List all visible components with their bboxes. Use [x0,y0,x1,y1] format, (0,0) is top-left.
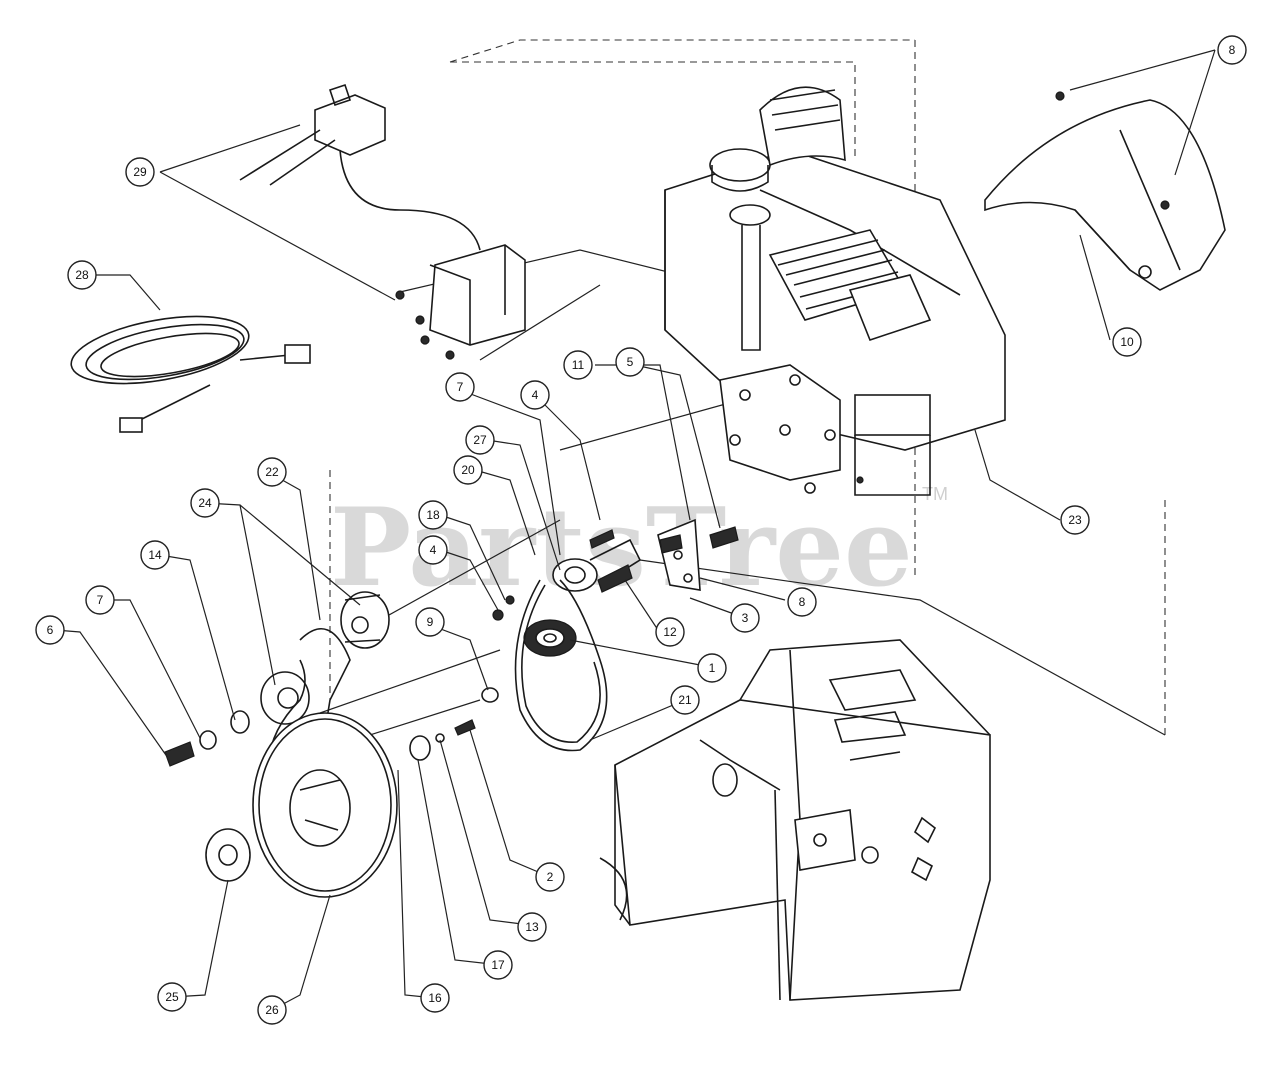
callout-c28-cord: 28 [67,260,97,290]
drive-disc [252,712,398,898]
callout-c22: 22 [257,457,287,487]
callout-label: 4 [430,543,437,557]
power-cord [70,315,311,433]
callout-label: 1 [709,661,716,675]
callout-label: 4 [532,388,539,402]
callout-label: 3 [742,611,749,625]
callout-label: 22 [265,465,279,479]
callout-c16: 16 [420,983,450,1013]
callout-label: 2 [547,870,554,884]
callout-c4-mid: 4 [418,535,448,565]
callout-c8-top-right: 8 [1217,35,1247,65]
callout-c12: 12 [655,617,685,647]
chassis-frame [599,639,991,1001]
starter-motor [395,244,526,360]
callout-c2: 2 [535,862,565,892]
spacer-rings [164,671,310,767]
callout-c21: 21 [670,685,700,715]
callout-c17: 17 [483,950,513,980]
callout-label: 23 [1068,513,1082,527]
callout-c29: 29 [125,157,155,187]
callout-label: 27 [473,433,487,447]
callout-label: 16 [428,991,442,1005]
callout-c6: 6 [35,615,65,645]
callout-label: 28 [75,268,89,282]
callout-c25: 25 [157,982,187,1012]
callout-c7-upper: 7 [445,372,475,402]
bearing-plate [340,591,390,649]
callout-c1: 1 [697,653,727,683]
callout-label: 8 [1229,43,1236,57]
callout-c9: 9 [415,607,445,637]
hub-cap [205,828,251,882]
callout-c20: 20 [453,455,483,485]
callout-label: 13 [525,920,539,934]
callout-label: 18 [426,508,440,522]
callout-label: 29 [133,165,147,179]
callout-label: 25 [165,990,179,1004]
callout-label: 6 [47,623,54,637]
callout-c8-mid: 8 [787,587,817,617]
callout-leaders [54,49,1216,1011]
watermark-trademark: TM [922,484,948,504]
callout-label: 7 [457,380,464,394]
callout-label: 26 [265,1003,279,1017]
callout-c5: 5 [615,347,645,377]
auger-pulley [523,619,577,657]
callout-c18: 18 [418,500,448,530]
callout-c11: 11 [563,350,593,380]
engine-pulley [552,529,642,593]
callout-c14: 14 [140,540,170,570]
callout-c27: 27 [465,425,495,455]
callout-label: 14 [148,548,162,562]
callout-label: 5 [627,355,634,369]
switch-assembly [239,83,481,251]
callout-label: 11 [572,358,585,372]
callout-label: 24 [198,496,212,510]
callout-label: 7 [97,593,104,607]
drive-bracket [657,518,739,591]
callout-c10: 10 [1112,327,1142,357]
callout-label: 10 [1120,335,1134,349]
callout-c24: 24 [190,488,220,518]
drive-belt [514,579,608,752]
callout-label: 8 [799,595,806,609]
callout-label: 21 [678,693,692,707]
callout-c13: 13 [517,912,547,942]
callout-label: 17 [491,958,505,972]
callout-label: 20 [461,463,475,477]
callout-c3: 3 [730,603,760,633]
callout-label: 12 [663,625,677,639]
callout-c26: 26 [257,995,287,1025]
callout-label: 9 [427,615,434,629]
engine-shroud [984,91,1226,291]
callout-c4-upper: 4 [520,380,550,410]
engine [664,86,1006,496]
callout-c7-left: 7 [85,585,115,615]
callout-c23: 23 [1060,505,1090,535]
small-hardware [409,595,515,761]
watermark-text: PartsTree [330,485,913,611]
